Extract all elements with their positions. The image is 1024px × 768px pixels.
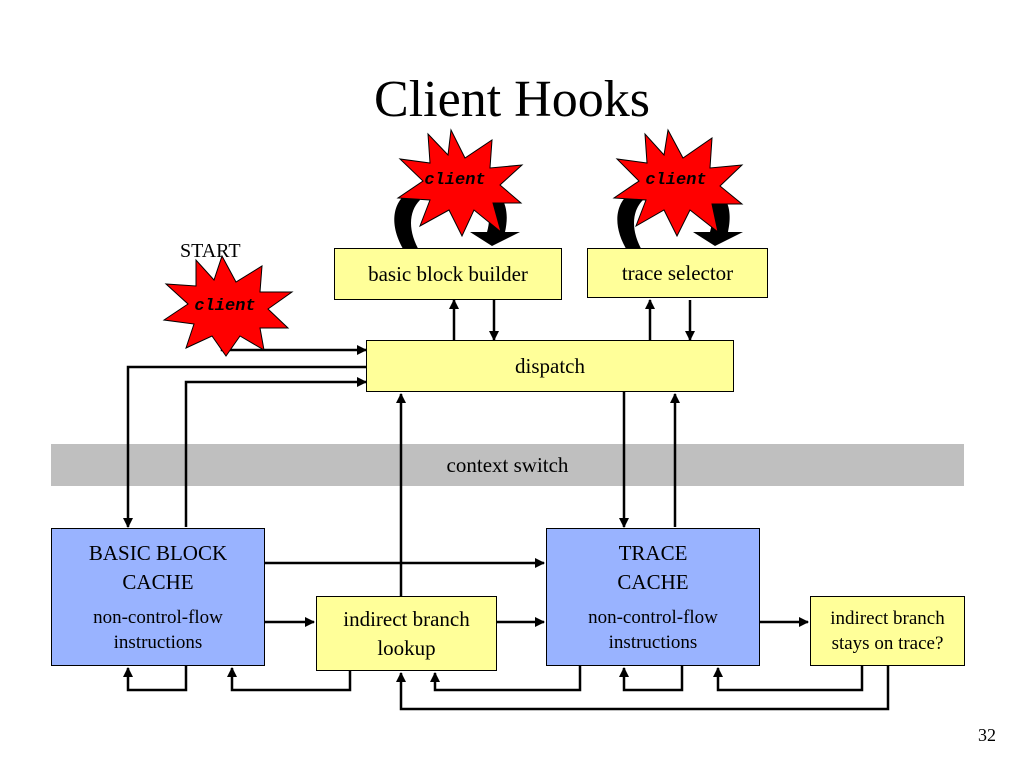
- indirect-branch-lookup-box: indirect branch lookup: [316, 596, 497, 671]
- ibl-line-2: lookup: [377, 636, 436, 660]
- bb-cache-title-1: BASIC BLOCK: [88, 541, 228, 565]
- trace-selector-label: trace selector: [621, 261, 734, 285]
- trace-cache-title-2: CACHE: [617, 570, 689, 594]
- loop-stays-to-trace-cache: [713, 666, 864, 692]
- stays-on-trace-box: indirect branch stays on trace?: [810, 596, 965, 666]
- slide-title: Client Hooks: [374, 71, 650, 128]
- trace-cache-sub-2: instructions: [608, 632, 698, 653]
- client-label-start: client: [194, 297, 255, 316]
- ibl-line-1: indirect branch: [343, 607, 470, 631]
- arrow-dispatch-to-bb-cache: [123, 365, 366, 528]
- client-star-start: [162, 254, 294, 357]
- basic-block-builder-label: basic block builder: [368, 261, 528, 286]
- dispatch-label: dispatch: [515, 353, 585, 378]
- stays-line-1: indirect branch: [830, 608, 945, 629]
- client-label-selector: client: [645, 171, 706, 190]
- loop-bb-cache-self: [123, 666, 188, 692]
- trace-cache-title-1: TRACE: [618, 541, 688, 565]
- dispatch-box: dispatch: [366, 340, 734, 392]
- trace-selector-box: trace selector: [587, 248, 768, 298]
- stays-line-2: stays on trace?: [831, 633, 944, 654]
- basic-block-builder-box: basic block builder: [334, 248, 562, 300]
- loop-ibl-to-bb-cache: [227, 667, 352, 692]
- bb-cache-sub-2: instructions: [113, 632, 203, 653]
- context-switch-label: context switch: [446, 452, 569, 477]
- client-label-builder: client: [424, 171, 485, 190]
- start-label: START: [180, 240, 241, 262]
- context-switch-band: context switch: [51, 444, 964, 486]
- bb-cache-title-2: CACHE: [122, 570, 194, 594]
- client-star-builder: [396, 128, 524, 238]
- bb-cache-sub-1: non-control-flow: [93, 607, 223, 628]
- trace-cache-sub-1: non-control-flow: [588, 607, 718, 628]
- page-number: 32: [978, 725, 996, 745]
- client-star-selector: [612, 128, 744, 238]
- basic-block-cache-box: BASIC BLOCK CACHE non-control-flow instr…: [51, 528, 265, 666]
- trace-cache-box: TRACE CACHE non-control-flow instruction…: [546, 528, 760, 666]
- loop-trace-cache-to-ibl: [430, 666, 582, 692]
- loop-stays-to-ibl: [396, 666, 890, 711]
- loop-trace-cache-self: [619, 666, 684, 692]
- arrow-bb-cache-to-dispatch: [184, 377, 367, 527]
